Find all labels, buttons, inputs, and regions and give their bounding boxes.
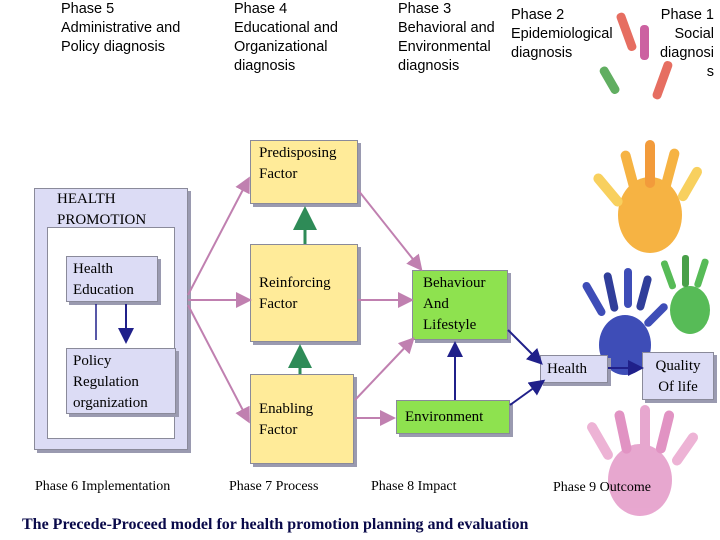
- behaviour-box: Behaviour And Lifestyle: [412, 270, 508, 340]
- phase1-label: Phase 1 Social diagnosi s: [659, 7, 714, 80]
- arrow-enabling-behaviour: [354, 337, 415, 401]
- behaviour-label: Behaviour And Lifestyle: [423, 275, 486, 333]
- policy-box: Policy Regulation organization: [66, 348, 176, 414]
- arrow-predisposing-behaviour: [357, 189, 423, 272]
- orange-hand-icon: [593, 140, 702, 253]
- green-hand-icon: [660, 255, 710, 334]
- health-label: Health: [547, 361, 587, 377]
- arrow-hp-enabling: [187, 304, 250, 424]
- quality-of-life-box: Quality Of life: [642, 352, 714, 400]
- figure-caption: The Precede-Proceed model for health pro…: [22, 516, 529, 533]
- arrow-environment-health: [509, 379, 546, 406]
- health-education-box: Health Education: [66, 256, 158, 302]
- environment-box: Environment: [396, 400, 510, 434]
- red-hand-icon: [599, 12, 673, 100]
- phase3-label: Phase 3 Behavioral and Environmental dia…: [398, 1, 495, 74]
- arrow-behaviour-health: [507, 329, 543, 365]
- phase5-label: Phase 5 Administrative and Policy diagno…: [61, 1, 181, 55]
- phase2-label: Phase 2 Epidemiological diagnosis: [511, 7, 613, 61]
- health-box: Health: [540, 355, 608, 383]
- reinforcing-factor-label: Reinforcing Factor: [259, 275, 331, 312]
- phase4-label: Phase 4 Educational and Organizational d…: [234, 1, 338, 74]
- phase9-label: Phase 9 Outcome: [553, 480, 651, 495]
- environment-label: Environment: [405, 409, 484, 425]
- pink-hand-icon: [587, 405, 699, 516]
- predisposing-factor-label: Predisposing Factor: [259, 145, 337, 182]
- phase8-label: Phase 8 Impact: [371, 479, 457, 494]
- arrow-hp-predisposing: [187, 176, 250, 296]
- phase6-label: Phase 6 Implementation: [35, 479, 171, 494]
- enabling-factor-label: Enabling Factor: [259, 401, 314, 438]
- enabling-factor-box: Enabling Factor: [250, 374, 354, 464]
- policy-label: Policy Regulation organization: [73, 353, 148, 411]
- health-education-label: Health Education: [73, 261, 134, 298]
- health-promotion-title: HEALTH PROMOTION: [57, 191, 147, 228]
- reinforcing-factor-box: Reinforcing Factor: [250, 244, 358, 342]
- quality-of-life-label: Quality Of life: [655, 358, 701, 395]
- phase7-label: Phase 7 Process: [229, 479, 319, 494]
- predisposing-factor-box: Predisposing Factor: [250, 140, 358, 204]
